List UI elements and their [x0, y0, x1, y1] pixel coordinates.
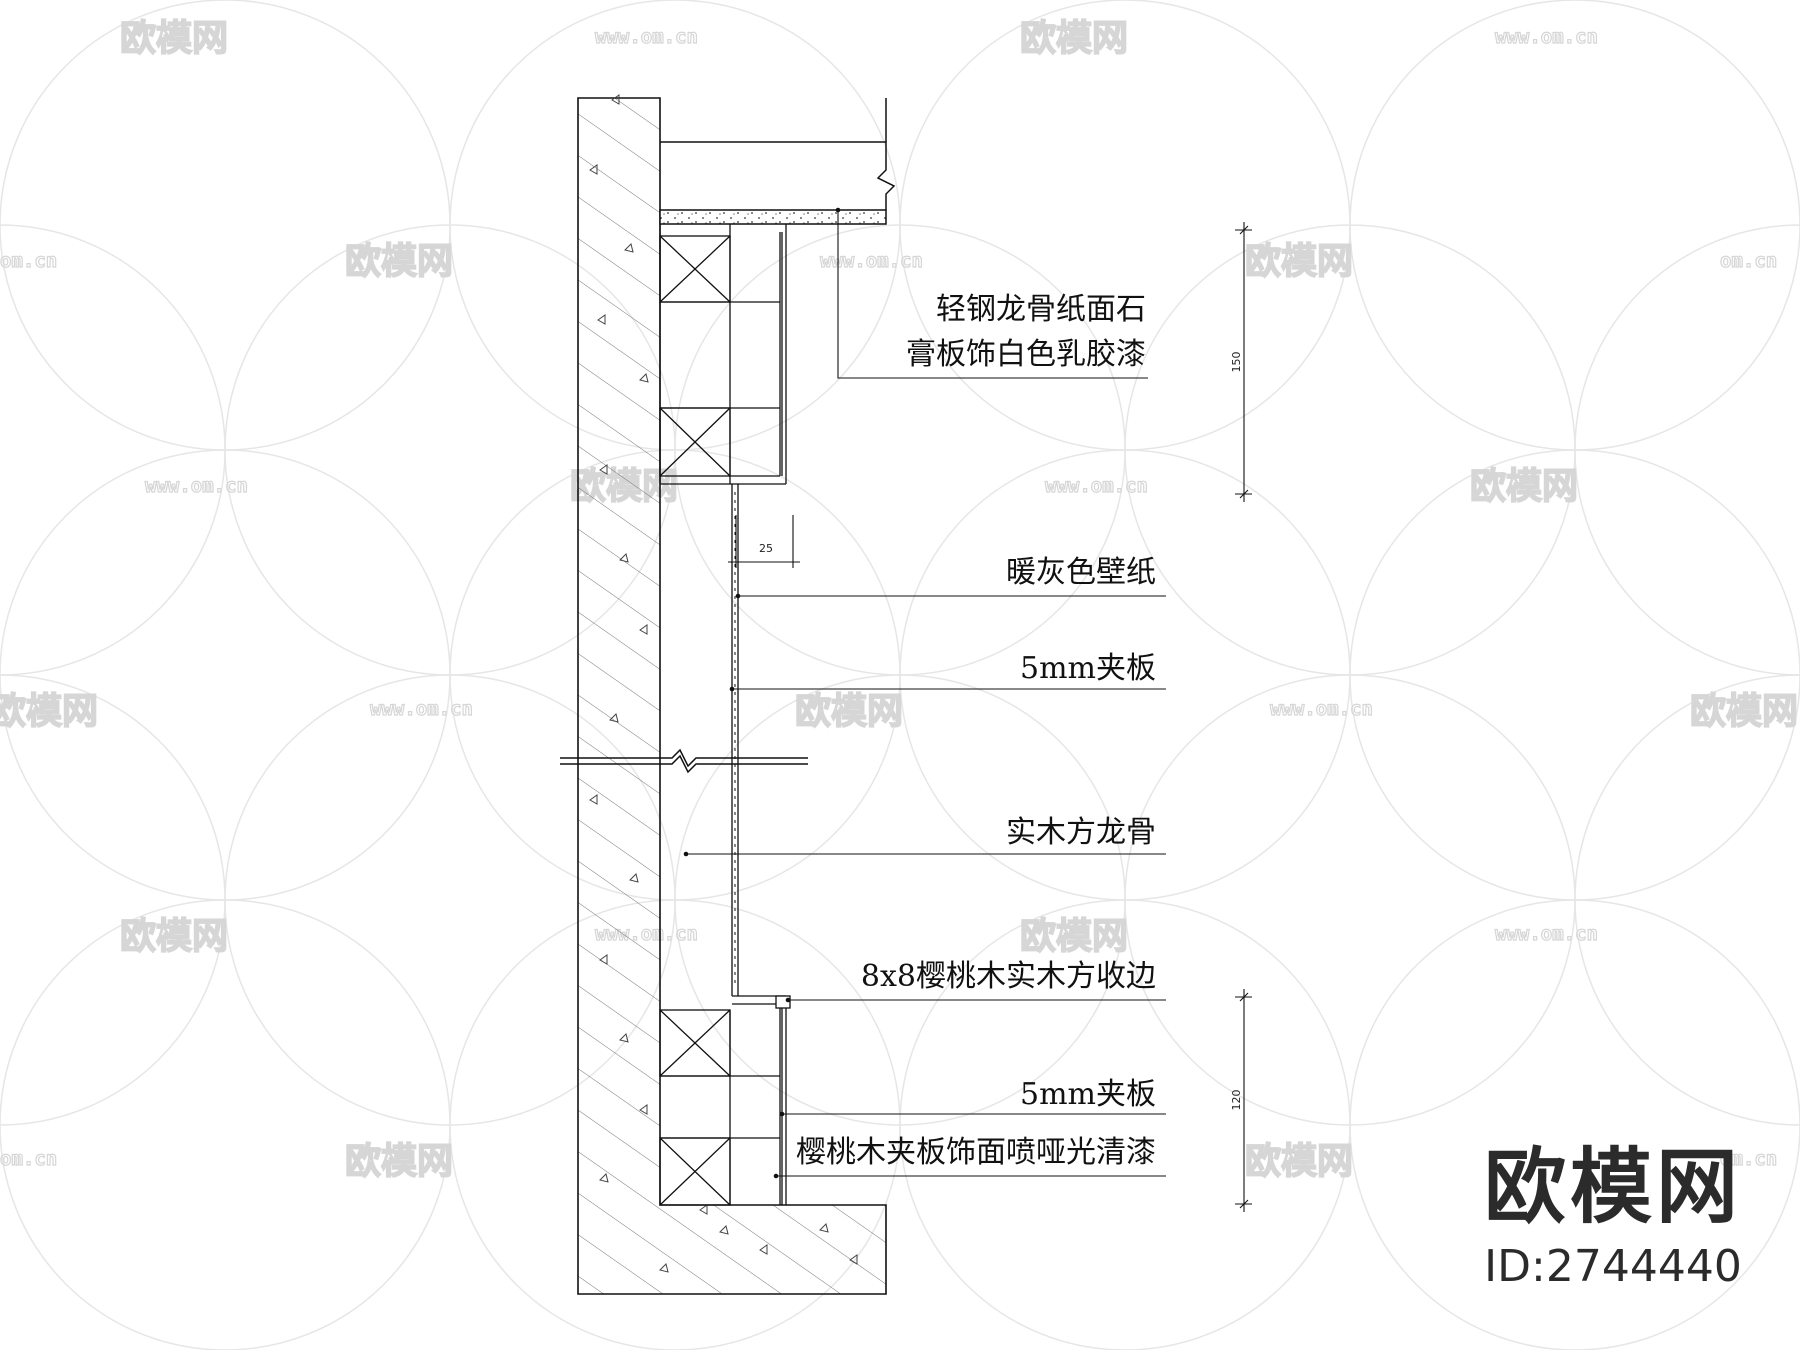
- label-ceiling-line2: 膏板饰白色乳胶漆: [906, 337, 1146, 372]
- svg-text:om.cn: om.cn: [1720, 1148, 1777, 1170]
- svg-text:欧模网: 欧模网: [1690, 691, 1798, 732]
- svg-text:欧模网: 欧模网: [345, 241, 453, 282]
- upper-soffit-box: [659, 224, 787, 485]
- svg-text:欧模网: 欧模网: [0, 691, 98, 732]
- svg-text:欧模网: 欧模网: [1470, 466, 1578, 507]
- label-wallpaper: 暖灰色壁纸: [1006, 555, 1156, 590]
- svg-text:www.om.cn: www.om.cn: [370, 698, 473, 720]
- svg-text:www.om.cn: www.om.cn: [145, 475, 248, 497]
- watermark-urls: www.om.cn www.om.cn om.cn www.om.cn om.c…: [0, 25, 1778, 1170]
- svg-text:om.cn: om.cn: [0, 1148, 57, 1170]
- dim-lower-height: 120: [1230, 1090, 1243, 1111]
- svg-text:www.om.cn: www.om.cn: [1045, 475, 1148, 497]
- svg-text:www.om.cn: www.om.cn: [1270, 698, 1373, 720]
- label-plywood-lower: 5mm夹板: [1020, 1077, 1156, 1112]
- watermark-logos: 欧模网 欧模网 欧模网 欧模网 欧模网 欧模网 欧模网 欧模网 欧模网 欧模网 …: [0, 17, 1799, 1183]
- svg-text:欧模网: 欧模网: [1020, 18, 1128, 59]
- brand-name: 欧模网: [1483, 1140, 1742, 1235]
- svg-text:om.cn: om.cn: [0, 250, 57, 272]
- brand-logo: 欧模网 ID:2744440: [1483, 1140, 1742, 1293]
- annotations: 轻钢龙骨纸面石 膏板饰白色乳胶漆 暖灰色壁纸 5mm夹板 实木方龙骨 8x8樱桃…: [796, 292, 1156, 1170]
- svg-text:www.om.cn: www.om.cn: [1495, 923, 1598, 945]
- lower-skirting-box: [659, 995, 791, 1206]
- svg-text:欧模网: 欧模网: [1245, 241, 1353, 282]
- label-cherry-finish: 樱桃木夹板饰面喷哑光清漆: [796, 1135, 1156, 1170]
- ceiling-slab: [659, 98, 896, 225]
- label-cherry-edge: 8x8樱桃木实木方收边: [861, 959, 1156, 994]
- leader-lines: [686, 210, 1166, 1177]
- brand-id: ID:2744440: [1484, 1241, 1742, 1292]
- dim-upper-height: 150: [1230, 352, 1243, 373]
- svg-text:www.om.cn: www.om.cn: [595, 26, 698, 48]
- svg-text:欧模网: 欧模网: [120, 18, 228, 59]
- label-ceiling-line1: 轻钢龙骨纸面石: [936, 292, 1146, 327]
- label-plywood-upper: 5mm夹板: [1020, 651, 1156, 686]
- dimension-lines: [728, 222, 1252, 1212]
- svg-text:欧模网: 欧模网: [345, 1141, 453, 1182]
- svg-text:www.om.cn: www.om.cn: [820, 250, 923, 272]
- svg-text:om.cn: om.cn: [1720, 250, 1777, 272]
- leader-dots: [683, 207, 841, 1179]
- concrete-wall: [560, 94, 887, 1295]
- wall-panel: [731, 484, 786, 1005]
- dim-gap: 25: [759, 542, 773, 555]
- svg-text:欧模网: 欧模网: [1020, 916, 1128, 957]
- svg-text:欧模网: 欧模网: [795, 691, 903, 732]
- label-timber-frame: 实木方龙骨: [1006, 815, 1156, 850]
- svg-text:www.om.cn: www.om.cn: [1495, 26, 1598, 48]
- svg-text:欧模网: 欧模网: [1245, 1141, 1353, 1182]
- svg-text:欧模网: 欧模网: [120, 916, 228, 957]
